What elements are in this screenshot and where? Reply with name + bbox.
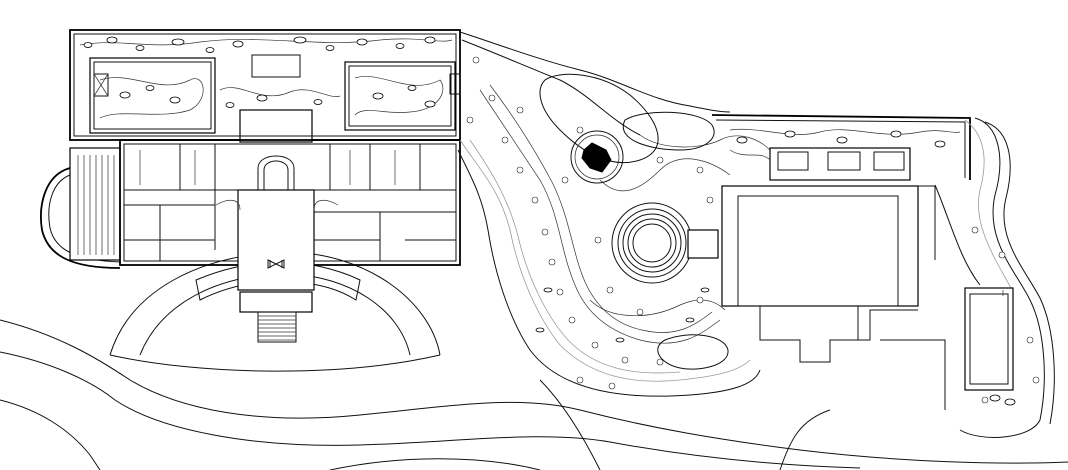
stream-shrubs <box>466 56 714 390</box>
west-rotunda <box>40 147 121 269</box>
meandering-stream <box>457 31 771 397</box>
north-garden-rocks <box>83 36 436 108</box>
east-garden-strip <box>711 114 971 181</box>
east-building <box>721 185 946 410</box>
east-pool <box>934 117 1055 438</box>
south-entrance-stairs <box>239 291 313 343</box>
black-rock-feature <box>570 130 624 184</box>
main-building <box>119 109 461 291</box>
concentric-circle-plaza <box>611 202 719 284</box>
road-curves <box>0 319 1068 470</box>
north-garden-strip <box>69 29 461 141</box>
